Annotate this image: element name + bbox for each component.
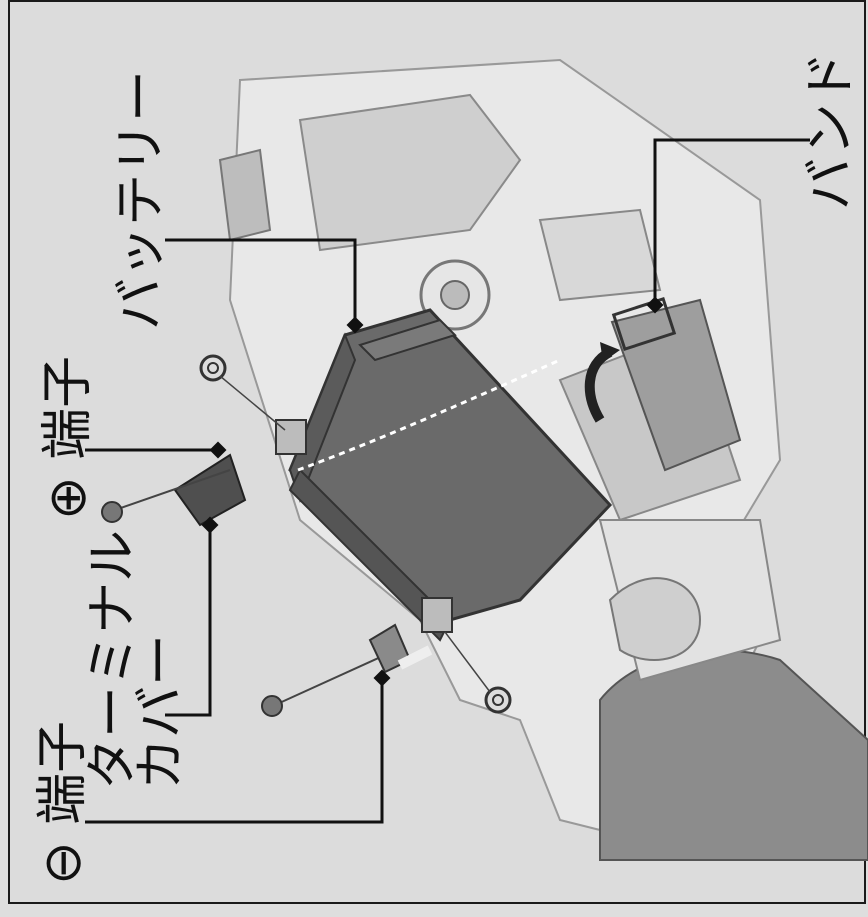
minus-cable-clamp [368, 623, 433, 674]
bolt-minus [261, 654, 386, 717]
battery [275, 308, 613, 642]
label-minus-terminal: ⊖ 端子 [33, 721, 93, 885]
wheel-shadow [599, 649, 868, 861]
label-terminal-cover-line2: カバー [131, 634, 191, 790]
label-battery: バッテリー [111, 70, 171, 330]
bolt-plus [101, 469, 231, 523]
ecu-box [298, 93, 522, 252]
leader-terminal-cover [165, 525, 212, 717]
label-plus-terminal: ⊕ 端子 [38, 356, 98, 520]
label-terminal-cover-line1: ターミナル [83, 530, 143, 790]
label-band: バンド [801, 51, 861, 210]
battery-minus-post [421, 597, 453, 633]
terminal-cover [173, 453, 247, 527]
leader-lines [85, 138, 810, 824]
battery-cable-dashed [297, 358, 561, 472]
leader-minus-terminal [85, 678, 384, 824]
leader-battery [165, 238, 357, 325]
battery-plus-post [275, 419, 307, 455]
nut-minus [444, 631, 512, 714]
band-strap [584, 296, 742, 472]
leader-band [653, 138, 810, 305]
nut-plus [199, 354, 286, 431]
